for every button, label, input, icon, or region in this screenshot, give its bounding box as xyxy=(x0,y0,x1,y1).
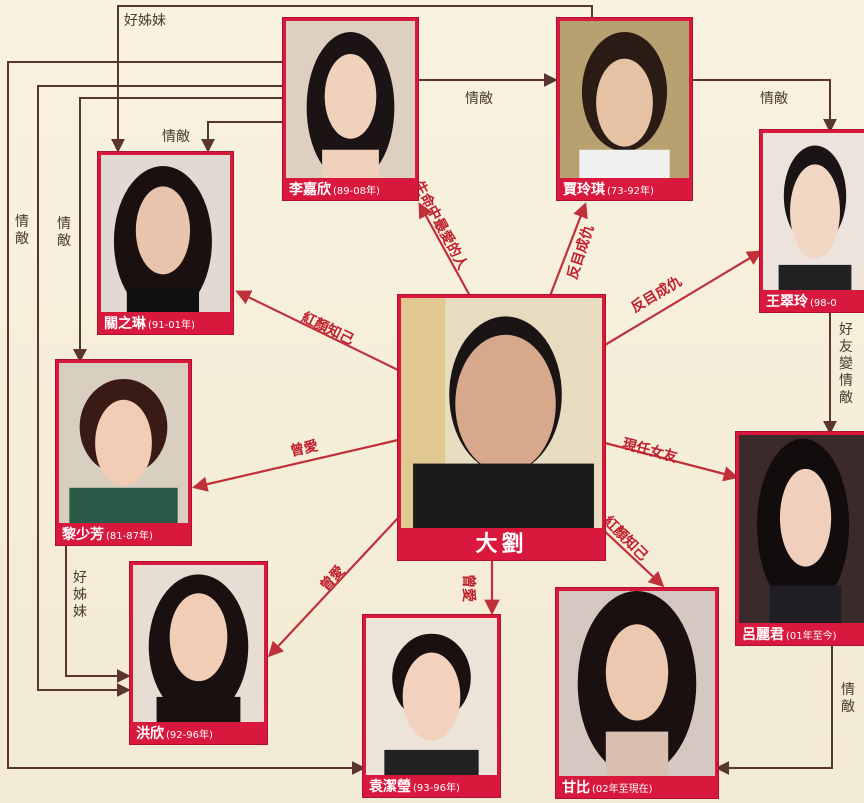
person-jia-lingqi: 賈玲琪(73-92年) xyxy=(557,18,692,200)
person-li-shaofang: 黎少芳(81-87年) xyxy=(56,360,191,545)
label-left-inner: 情敵 xyxy=(57,216,71,249)
label-wang-lv: 好友變情敵 xyxy=(839,322,853,406)
portrait-photo xyxy=(286,21,415,178)
person-name: 王翠玲 xyxy=(766,294,808,310)
person-name: 黎少芳 xyxy=(62,527,104,543)
person-name: 洪欣 xyxy=(136,726,164,742)
person-guan-zhilin: 關之琳(91-01年) xyxy=(98,152,233,334)
link-li2-hong xyxy=(65,545,131,683)
link-left-inner xyxy=(73,97,285,363)
portrait-photo xyxy=(133,565,264,722)
label-top-loop: 好姊妹 xyxy=(124,13,166,29)
link-center-wang xyxy=(604,250,763,346)
label-lv-gan: 情敵 xyxy=(841,682,855,715)
person-years: (02年至現在) xyxy=(592,784,653,795)
person-years: (01年至今) xyxy=(786,631,837,642)
person-lv-lijun: 呂麗君(01年至今) xyxy=(736,432,864,645)
portrait-photo xyxy=(101,155,230,312)
person-name: 呂麗君 xyxy=(742,627,784,643)
person-name: 袁潔瑩 xyxy=(369,779,411,795)
portrait-photo xyxy=(401,298,602,528)
person-years: (73-92年) xyxy=(607,186,654,197)
link-center-jia xyxy=(548,202,588,297)
person-years: (91-01年) xyxy=(148,320,195,331)
portrait-photo xyxy=(763,133,864,290)
label-yuan-center: 曾愛 xyxy=(460,574,476,602)
label-li-jia: 情敵 xyxy=(465,91,493,107)
link-top-loop xyxy=(111,5,593,153)
link-li-guan xyxy=(201,121,285,153)
person-name: 甘比 xyxy=(562,780,590,796)
person-name: 李嘉欣 xyxy=(289,182,331,198)
person-li-jiaxin: 李嘉欣(89-08年) xyxy=(283,18,418,200)
person-name: 賈玲琪 xyxy=(563,182,605,198)
person-years: (98-0 xyxy=(810,298,837,309)
link-center-gan xyxy=(597,524,665,588)
link-lv-gan xyxy=(715,645,833,775)
link-center-lv xyxy=(604,441,739,482)
person-gan-bi: 甘比(02年至現在) xyxy=(556,588,718,798)
label-li2-hong: 好姊妹 xyxy=(73,570,87,620)
person-years: (93-96年) xyxy=(413,783,460,794)
portrait-photo xyxy=(366,618,497,775)
link-center-guan xyxy=(235,290,399,371)
label-jia-wang: 情敵 xyxy=(760,91,788,107)
label-li-guan: 情敵 xyxy=(162,129,190,145)
label-left-outer: 情敵 xyxy=(15,214,29,247)
link-left-mid xyxy=(37,85,285,697)
person-hong-xin: 洪欣(92-96年) xyxy=(130,562,267,744)
person-name: 關之琳 xyxy=(104,316,146,332)
portrait-photo xyxy=(559,591,715,776)
link-center-hong xyxy=(267,517,399,658)
person-years: (89-08年) xyxy=(333,186,380,197)
link-left-outer xyxy=(7,61,366,775)
link-jia-wang xyxy=(692,79,837,133)
person-years: (81-87年) xyxy=(106,531,153,542)
center-name: 大劉 xyxy=(475,532,528,557)
person-yuan-jieying: 袁潔瑩(93-96年) xyxy=(363,615,500,797)
person-years: (92-96年) xyxy=(166,730,213,741)
link-center-li2 xyxy=(191,438,399,492)
portrait-photo xyxy=(739,435,864,623)
portrait-photo xyxy=(59,363,188,523)
link-center-li xyxy=(418,202,471,297)
portrait-photo xyxy=(560,21,689,178)
person-wang-cuiling: 王翠玲(98-0 xyxy=(760,130,864,312)
center-person-da-liu: 大劉 xyxy=(398,295,605,560)
